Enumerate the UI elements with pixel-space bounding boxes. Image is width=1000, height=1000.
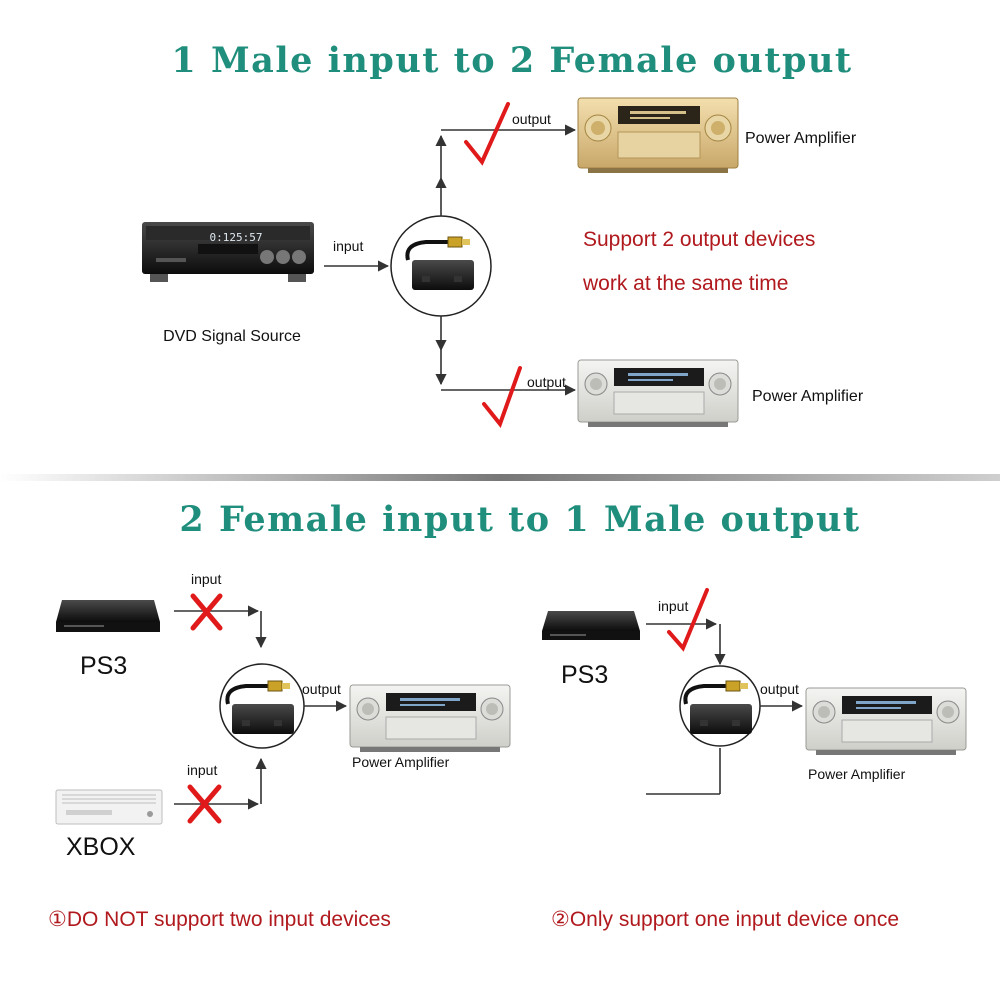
left-input2-label: input: [187, 762, 217, 778]
left-output-label: output: [302, 681, 341, 697]
bottom-title: 2 Female input to 1 Male output: [179, 499, 860, 540]
right-amp-label: Power Amplifier: [808, 766, 906, 782]
right-ps3-label: PS3: [561, 661, 608, 689]
cross-icon: [190, 593, 223, 631]
ps3-icon: [56, 600, 160, 632]
top-note-line2: work at the same time: [582, 272, 788, 295]
left-xbox-label: XBOX: [66, 833, 136, 861]
dvd-display-text: 0:125:57: [210, 231, 263, 244]
check-icon-lower: [482, 366, 522, 429]
amplifier-icon-right: [805, 687, 967, 756]
left-input1-label: input: [191, 571, 221, 587]
right-note: ②Only support one input device once: [551, 908, 899, 931]
dvd-player-icon: [142, 222, 314, 282]
top-output-label-lower: output: [527, 374, 566, 390]
xbox-icon: [55, 789, 163, 825]
amplifier-icon-lower: [577, 359, 739, 428]
left-amp-label: Power Amplifier: [352, 754, 450, 770]
right-input-label: input: [658, 598, 688, 614]
top-input-label: input: [333, 238, 363, 254]
top-note-line1: Support 2 output devices: [583, 228, 815, 251]
right-output-label: output: [760, 681, 799, 697]
cross-icon-xbox: [187, 784, 222, 824]
check-icon: [464, 102, 510, 166]
left-note: ①DO NOT support two input devices: [48, 908, 391, 931]
amplifier-icon: [577, 97, 739, 173]
section-divider: [0, 474, 1000, 481]
top-output-label-upper: output: [512, 111, 551, 127]
amplifier-icon-left: [349, 684, 511, 753]
top-amp-label-upper: Power Amplifier: [745, 130, 857, 147]
check-icon-right: [667, 588, 709, 652]
dvd-source-label: DVD Signal Source: [163, 328, 301, 345]
top-title: 1 Male input to 2 Female output: [171, 40, 852, 81]
left-ps3-label: PS3: [80, 652, 127, 680]
ps3-icon-right: [542, 611, 640, 640]
top-amp-label-lower: Power Amplifier: [752, 388, 864, 405]
